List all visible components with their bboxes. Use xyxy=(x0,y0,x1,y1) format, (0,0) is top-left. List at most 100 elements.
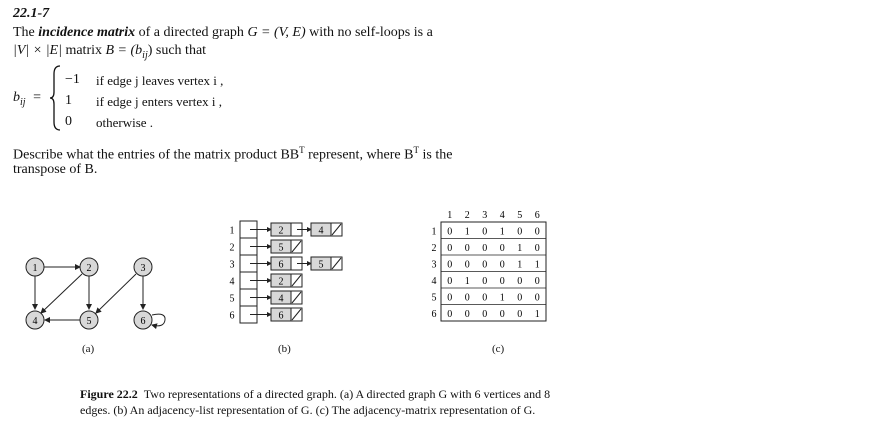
matrix-cell: 0 xyxy=(447,226,452,237)
edge-6-6 xyxy=(151,313,166,330)
matrix-cell: 0 xyxy=(482,309,487,320)
edge-4-2 xyxy=(40,273,83,314)
case-text: otherwise . xyxy=(96,115,154,130)
case-value: 1 xyxy=(65,93,72,108)
figure-c-label: (c) xyxy=(492,343,505,355)
directed-graph-figure: 1 2 3 4 5 6 xyxy=(25,257,166,330)
incidence-matrix-term: incidence matrix xyxy=(38,25,136,40)
matrix-subscript: ij xyxy=(142,49,148,61)
matrix-row-header: 4 xyxy=(432,276,437,287)
question-text: represent, where B xyxy=(304,147,414,163)
vertex-2 xyxy=(79,257,99,277)
matrix-cell: 1 xyxy=(500,292,505,303)
list-node-value: 4 xyxy=(279,294,284,305)
matrix-cell: 0 xyxy=(482,276,487,287)
matrix-cell: 0 xyxy=(482,259,487,270)
list-node-value: 5 xyxy=(319,260,324,271)
matrix-cell: 0 xyxy=(517,226,522,237)
matrix-cell: 0 xyxy=(482,292,487,303)
definition-text: with no self-loops is a xyxy=(305,25,433,40)
nil-slash xyxy=(331,257,342,270)
row-vertex-label: 6 xyxy=(230,311,235,322)
figure-b-label: (b) xyxy=(278,343,291,355)
row-vertex-label: 4 xyxy=(230,277,235,288)
vertex-label: 2 xyxy=(87,263,92,274)
matrix-cell: 0 xyxy=(535,292,540,303)
definition-line-1: The incidence matrix of a directed graph… xyxy=(13,25,433,41)
question-line-1: Describe what the entries of the matrix … xyxy=(13,145,452,164)
vertex-3 xyxy=(133,257,153,277)
matrix-cell: 0 xyxy=(517,292,522,303)
matrix-cell: 0 xyxy=(500,259,505,270)
list-node-value: 4 xyxy=(319,226,324,237)
vertex-label: 1 xyxy=(33,263,38,274)
nil-slash xyxy=(291,274,302,287)
matrix-cell: 1 xyxy=(517,259,522,270)
matrix-cell: 0 xyxy=(500,243,505,254)
matrix-cell: 0 xyxy=(465,309,470,320)
matrix-cell: 0 xyxy=(535,226,540,237)
nil-slash xyxy=(291,291,302,304)
vertex-5 xyxy=(79,310,99,330)
list-node-value: 2 xyxy=(279,277,284,288)
row-vertex-label: 2 xyxy=(230,243,235,254)
list-node-value: 5 xyxy=(279,243,284,254)
list-node-value: 6 xyxy=(279,311,284,322)
definition-line-2: |V| × |E| matrix B = (bij) such that xyxy=(13,43,206,61)
nil-slash xyxy=(291,308,302,321)
matrix-cell: 1 xyxy=(535,309,540,320)
edge-3-5 xyxy=(95,273,137,314)
figure-a-label: (a) xyxy=(82,343,95,355)
matrix-col-header: 5 xyxy=(517,210,522,221)
matrix-cell: 0 xyxy=(500,309,505,320)
equals-sign: = xyxy=(33,90,41,105)
graph-math: G = (V, E) xyxy=(247,25,306,40)
question-text: is the xyxy=(418,147,453,163)
question-line-2: transpose of B. xyxy=(13,162,98,177)
case-value: −1 xyxy=(65,72,80,87)
matrix-cell: 0 xyxy=(465,243,470,254)
matrix-cell: 1 xyxy=(465,276,470,287)
matrix-col-header: 4 xyxy=(500,210,505,221)
matrix-cell: 1 xyxy=(500,226,505,237)
matrix-cell: 0 xyxy=(517,309,522,320)
matrix-cell: 0 xyxy=(447,276,452,287)
matrix-cell: 0 xyxy=(517,276,522,287)
dimension-math: |V| × |E| xyxy=(13,43,62,58)
matrix-cell: 0 xyxy=(465,292,470,303)
nil-slash xyxy=(291,240,302,253)
transpose-sup: T xyxy=(413,145,419,155)
case-value: 0 xyxy=(65,114,72,129)
incidence-formula: bij = −1 if edge j leaves vertex i , 1 i… xyxy=(13,64,313,134)
row-vertex-label: 3 xyxy=(230,260,235,271)
transpose-sup: T xyxy=(299,145,305,155)
definition-text: ) such that xyxy=(147,43,207,58)
case-text: if edge j enters vertex i , xyxy=(96,94,222,109)
vertex-label: 6 xyxy=(141,316,146,327)
row-vertex-label: 5 xyxy=(230,294,235,305)
definition-text: The xyxy=(13,25,39,40)
caption-text: Two representations of a directed graph.… xyxy=(80,387,551,417)
exercise-number: 22.1-7 xyxy=(13,6,50,21)
vertex-label: 3 xyxy=(141,263,146,274)
left-brace xyxy=(49,65,61,131)
formula-lhs: bij = xyxy=(13,90,41,108)
vertex-1 xyxy=(25,257,45,277)
vertex-4 xyxy=(25,310,45,330)
matrix-col-header: 1 xyxy=(447,210,452,221)
matrix-row-header: 6 xyxy=(432,309,437,320)
lhs-subscript: ij xyxy=(20,96,26,108)
vertex-6 xyxy=(133,310,153,330)
matrix-col-header: 3 xyxy=(482,210,487,221)
vertex-label: 4 xyxy=(33,316,38,327)
question-text: Describe what the entries of the matrix … xyxy=(13,147,300,163)
caption-title: Figure 22.2 xyxy=(80,387,138,401)
matrix-math: B = (b xyxy=(105,43,143,58)
matrix-cell: 1 xyxy=(465,226,470,237)
list-node-value: 2 xyxy=(279,226,284,237)
vertex-label: 5 xyxy=(87,316,92,327)
matrix-cell: 1 xyxy=(517,243,522,254)
matrix-cell: 0 xyxy=(447,259,452,270)
